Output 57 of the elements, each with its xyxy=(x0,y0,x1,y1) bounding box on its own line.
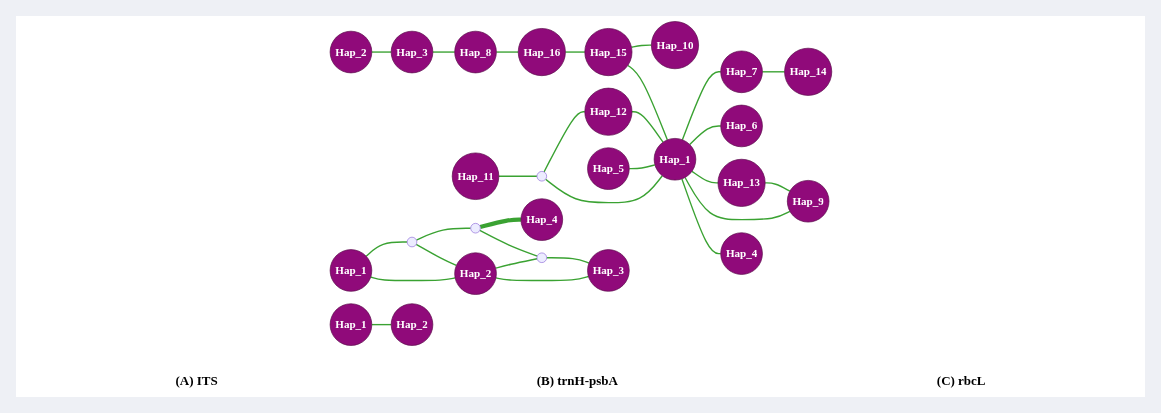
connector xyxy=(628,164,656,170)
connector xyxy=(545,257,590,264)
connector xyxy=(494,258,538,269)
node-circle xyxy=(469,223,481,234)
connector xyxy=(683,176,791,221)
connector xyxy=(497,175,538,177)
node-circle xyxy=(406,236,417,248)
node-circle: Hap_4 xyxy=(719,232,763,275)
panel-caption: (C) rbcL xyxy=(936,373,986,389)
connector xyxy=(542,111,586,173)
node-circle: Hap_2 xyxy=(390,303,433,346)
connector xyxy=(495,51,519,53)
connector xyxy=(764,182,791,192)
node-circle: Hap_2 xyxy=(453,252,497,295)
node-circle: Hap_8 xyxy=(453,30,497,74)
node-circle: Hap_1 xyxy=(329,249,372,292)
node-circle: Hap_1 xyxy=(653,138,696,181)
connector xyxy=(630,44,652,48)
node-circle: Hap_15 xyxy=(584,28,632,76)
node-circle: Hap_4 xyxy=(520,198,563,241)
connector xyxy=(431,51,455,53)
node-circle: Hap_13 xyxy=(717,158,766,207)
connector xyxy=(478,229,538,257)
node-circle xyxy=(536,252,547,263)
connector xyxy=(370,323,392,326)
connector xyxy=(690,170,719,184)
panel-caption: (B) trnH-psbA xyxy=(536,373,618,389)
connector xyxy=(630,111,664,143)
node-circle: Hap_3 xyxy=(586,249,630,292)
node-circle: Hap_1 xyxy=(329,303,372,346)
node-circle: Hap_14 xyxy=(783,47,832,96)
node-circle xyxy=(536,171,547,182)
node-circle: Hap_5 xyxy=(586,147,630,190)
connector xyxy=(370,51,392,53)
panel-caption: (A) ITS xyxy=(175,373,218,389)
connector xyxy=(761,71,785,73)
connector xyxy=(680,178,721,255)
connector xyxy=(564,51,586,53)
connector xyxy=(688,125,721,146)
node-circle: Hap_6 xyxy=(719,104,763,148)
connector xyxy=(415,227,471,241)
connector xyxy=(681,71,721,141)
connector xyxy=(365,241,408,257)
node-circle: Hap_7 xyxy=(719,50,763,93)
node-circle: Hap_2 xyxy=(329,30,372,74)
connector xyxy=(626,64,668,141)
node-circle: Hap_16 xyxy=(517,28,566,76)
node-circle: Hap_9 xyxy=(786,180,829,223)
connector xyxy=(415,243,457,267)
connector xyxy=(369,276,456,282)
connector xyxy=(544,175,663,204)
node-circle: Hap_10 xyxy=(650,21,699,70)
connector xyxy=(494,275,589,282)
connector xyxy=(479,217,521,229)
node-circle: Hap_3 xyxy=(390,30,433,74)
node-circle: Hap_11 xyxy=(451,152,499,200)
node-circle: Hap_12 xyxy=(584,87,632,136)
